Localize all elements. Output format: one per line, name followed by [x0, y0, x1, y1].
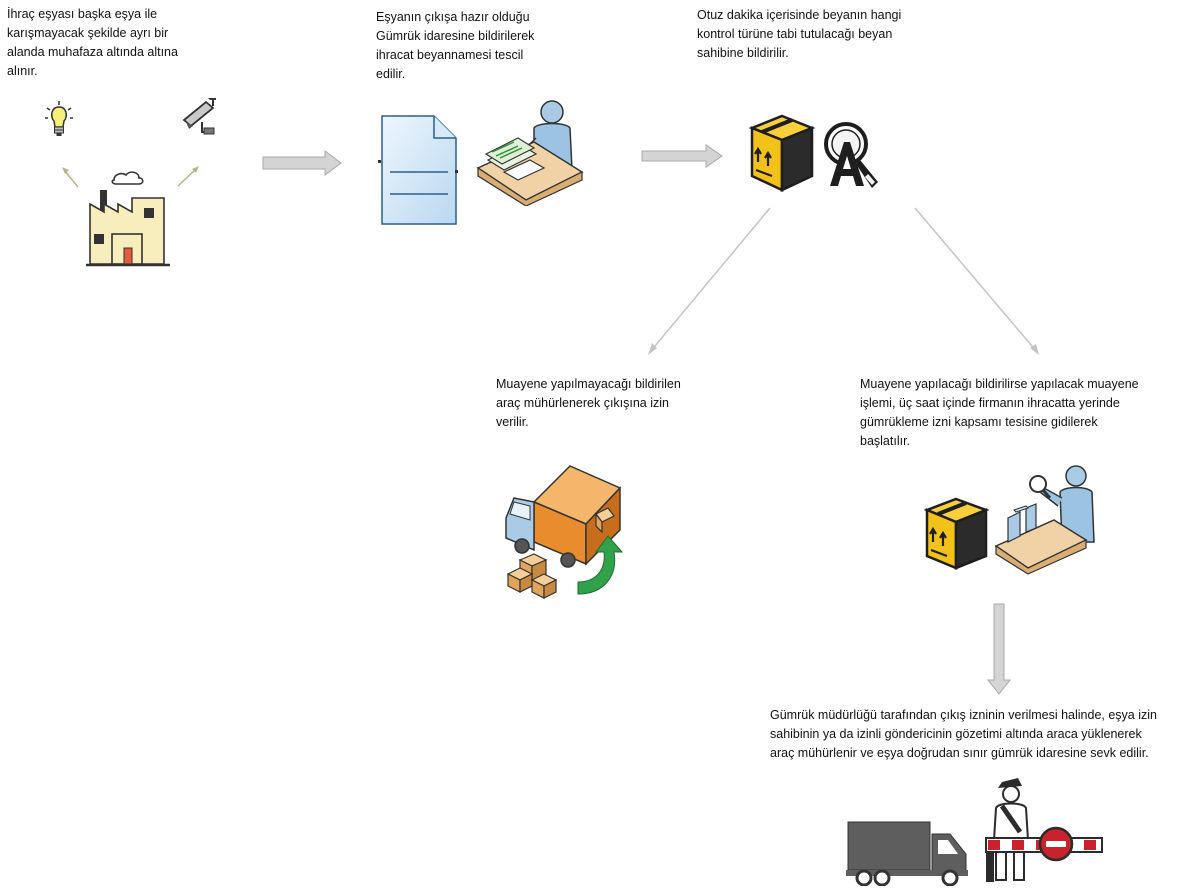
flow-arrow-down	[986, 603, 1012, 695]
security-camera-icon	[182, 98, 216, 135]
package-icon	[748, 114, 816, 192]
flow-arrow-no-inspection	[648, 207, 771, 355]
flow-arrow-inspection	[914, 207, 1039, 355]
factory-arrow-right	[177, 166, 199, 187]
step-notification-text: Otuz dakika içerisinde beyanın hangi kon…	[697, 8, 902, 60]
step-inspection-text: Muayene yapılacağı bildirilirse yapılaca…	[860, 377, 1139, 448]
step-dispatch-text: Gümrük müdürlüğü tarafından çıkış iznini…	[770, 708, 1157, 760]
flow-arrow-2	[641, 144, 723, 168]
package-small-icon	[924, 497, 990, 570]
step-no-inspection-text: Muayene yapılmayacağı bildirilen araç mü…	[496, 377, 681, 429]
flow-arrow-1	[262, 150, 342, 176]
factory-icon	[86, 171, 170, 267]
document-icon	[378, 115, 458, 225]
customs-officer-barrier-icon	[985, 778, 1103, 882]
clerk-at-desk-icon	[476, 100, 584, 206]
step-storage-text: İhraç eşyası başka eşya ile karışmayacak…	[7, 7, 178, 78]
inspection-magnifier-icon	[824, 122, 878, 188]
factory-arrow-left	[62, 167, 79, 188]
step-declaration-text: Eşyanın çıkışa hazır olduğu Gümrük idare…	[376, 10, 535, 81]
delivery-truck-icon	[505, 465, 624, 599]
lightbulb-icon	[45, 101, 73, 136]
truck-icon	[846, 821, 968, 886]
inspector-conveyor-icon	[994, 465, 1095, 575]
